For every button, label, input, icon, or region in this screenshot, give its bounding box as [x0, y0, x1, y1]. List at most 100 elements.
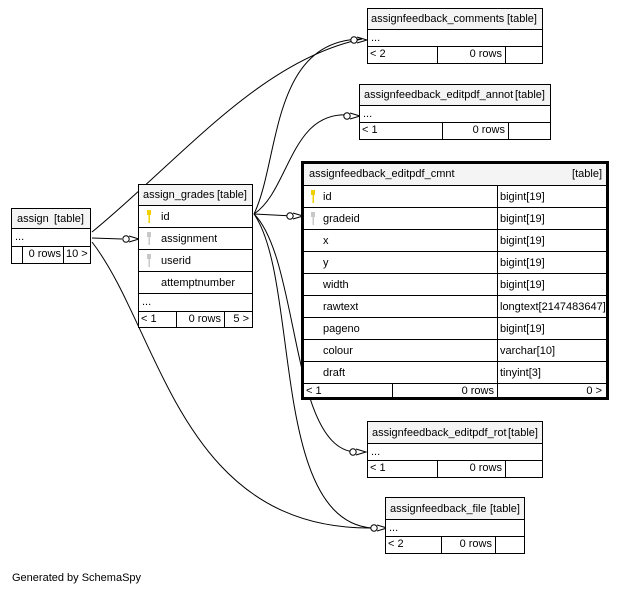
table-assign[interactable]: assign [table] ... 0 rows 10 >	[11, 208, 91, 264]
table-assignfeedback-file[interactable]: assignfeedback_file [table] ... < 2 0 ro…	[385, 497, 525, 554]
table-assignfeedback-editpdf-rot[interactable]: assignfeedback_editpdf_rot [table] ... <…	[367, 421, 543, 478]
table-ellipsis-row: ...	[12, 229, 90, 247]
row-count: 0 rows	[437, 47, 505, 63]
table-name: assignfeedback_file	[390, 503, 487, 515]
parents-count[interactable]: < 2	[388, 538, 404, 550]
primary-key-icon	[311, 190, 315, 203]
row-count: 0 rows	[176, 312, 224, 327]
foreign-key-icon	[311, 212, 315, 225]
parents-count[interactable]: < 1	[362, 124, 378, 136]
column-row[interactable]: assignment	[139, 228, 252, 250]
column-row[interactable]: colour varchar[10]	[304, 340, 606, 362]
table-name: assignfeedback_editpdf_rot	[372, 427, 507, 439]
column-row[interactable]: pageno bigint[19]	[304, 318, 606, 340]
column-name: width	[323, 279, 349, 291]
table-header: assignfeedback_editpdf_rot [table]	[368, 422, 542, 444]
column-name: y	[323, 257, 329, 269]
primary-key-icon	[147, 210, 151, 223]
table-footer: < 2 0 rows	[368, 47, 542, 63]
table-name: assign	[17, 213, 49, 225]
row-count: 0 rows	[392, 384, 497, 400]
column-name: userid	[161, 255, 191, 267]
column-row[interactable]: userid	[139, 250, 252, 272]
column-datatype: varchar[10]	[497, 340, 606, 361]
table-footer: < 1 0 rows 5 >	[139, 312, 252, 327]
row-count: 0 rows	[441, 537, 495, 553]
column-name: attemptnumber	[161, 277, 235, 289]
column-datatype: bigint[19]	[497, 230, 606, 251]
children-count[interactable]: 0 >	[497, 384, 606, 400]
row-count: 0 rows	[437, 461, 505, 477]
table-header: assignfeedback_editpdf_annot [table]	[360, 85, 550, 106]
column-name: id	[161, 211, 170, 223]
column-datatype: bigint[19]	[497, 318, 606, 339]
table-ellipsis-row: ...	[360, 106, 550, 123]
edge-assign-comments	[91, 38, 363, 233]
parents-count[interactable]: < 1	[141, 313, 157, 325]
column-row[interactable]: x bigint[19]	[304, 230, 606, 252]
table-type: [table]	[507, 13, 537, 25]
table-type: [table]	[572, 168, 602, 180]
parents-count[interactable]: < 1	[306, 385, 322, 397]
column-row[interactable]: id	[139, 206, 252, 228]
table-footer: < 1 0 rows 0 >	[304, 384, 606, 400]
column-name: draft	[323, 367, 346, 379]
children-count[interactable]: 10 >	[63, 247, 90, 263]
edge-assign-grades	[91, 237, 123, 240]
parents-count[interactable]: < 2	[370, 48, 386, 60]
column-name: pageno	[323, 323, 360, 335]
column-row[interactable]: y bigint[19]	[304, 252, 606, 274]
table-type: [table]	[217, 189, 247, 201]
edge-grades-comments	[253, 38, 363, 215]
table-type: [table]	[54, 213, 84, 225]
table-header: assign_grades [table]	[139, 185, 252, 206]
table-header: assignfeedback_editpdf_cmnt [table]	[304, 164, 606, 186]
row-count: 0 rows	[442, 123, 508, 139]
column-datatype: bigint[19]	[497, 208, 606, 229]
edge-assign-file	[91, 241, 373, 529]
table-name: assignfeedback_comments	[371, 13, 505, 25]
column-row[interactable]: draft tinyint[3]	[304, 362, 606, 384]
table-type: [table]	[515, 89, 545, 101]
table-name: assignfeedback_editpdf_annot	[364, 89, 514, 101]
table-assignfeedback-editpdf-annot[interactable]: assignfeedback_editpdf_annot [table] ...…	[359, 84, 551, 140]
table-name: assignfeedback_editpdf_cmnt	[309, 168, 455, 180]
table-footer: < 2 0 rows	[386, 537, 524, 553]
edge-grades-rot	[253, 213, 357, 453]
table-ellipsis-row: ...	[368, 444, 542, 461]
edge-grades-annot	[253, 114, 351, 215]
table-type: [table]	[490, 503, 520, 515]
parents-count[interactable]: < 1	[370, 462, 386, 474]
foreign-key-icon	[147, 232, 151, 245]
table-ellipsis-row: ...	[139, 294, 252, 312]
column-datatype: tinyint[3]	[497, 362, 606, 383]
table-ellipsis-row: ...	[386, 520, 524, 537]
table-assignfeedback-comments[interactable]: assignfeedback_comments [table] ... < 2 …	[367, 8, 543, 64]
column-datatype: bigint[19]	[497, 252, 606, 273]
row-count: 0 rows	[22, 247, 63, 263]
column-datatype: bigint[19]	[497, 186, 606, 207]
column-name: gradeid	[323, 213, 360, 225]
column-name: x	[323, 235, 329, 247]
table-ellipsis-row: ...	[368, 30, 542, 47]
table-footer: < 1 0 rows	[360, 123, 550, 139]
column-name: colour	[323, 345, 353, 357]
table-footer: < 1 0 rows	[368, 461, 542, 477]
column-row[interactable]: gradeid bigint[19]	[304, 208, 606, 230]
table-assign-grades[interactable]: assign_grades [table] id assignment user…	[138, 184, 253, 328]
foreign-key-icon	[147, 254, 151, 267]
table-header: assignfeedback_file [table]	[386, 498, 524, 520]
edge-grades-file	[253, 213, 373, 529]
table-name: assign_grades	[143, 189, 215, 201]
column-row[interactable]: attemptnumber	[139, 272, 252, 294]
children-count[interactable]: 5 >	[224, 312, 252, 327]
column-datatype: longtext[2147483647]	[497, 296, 606, 317]
table-footer: 0 rows 10 >	[12, 247, 90, 263]
table-header: assignfeedback_comments [table]	[368, 9, 542, 30]
generated-by-label: Generated by SchemaSpy	[12, 572, 142, 584]
